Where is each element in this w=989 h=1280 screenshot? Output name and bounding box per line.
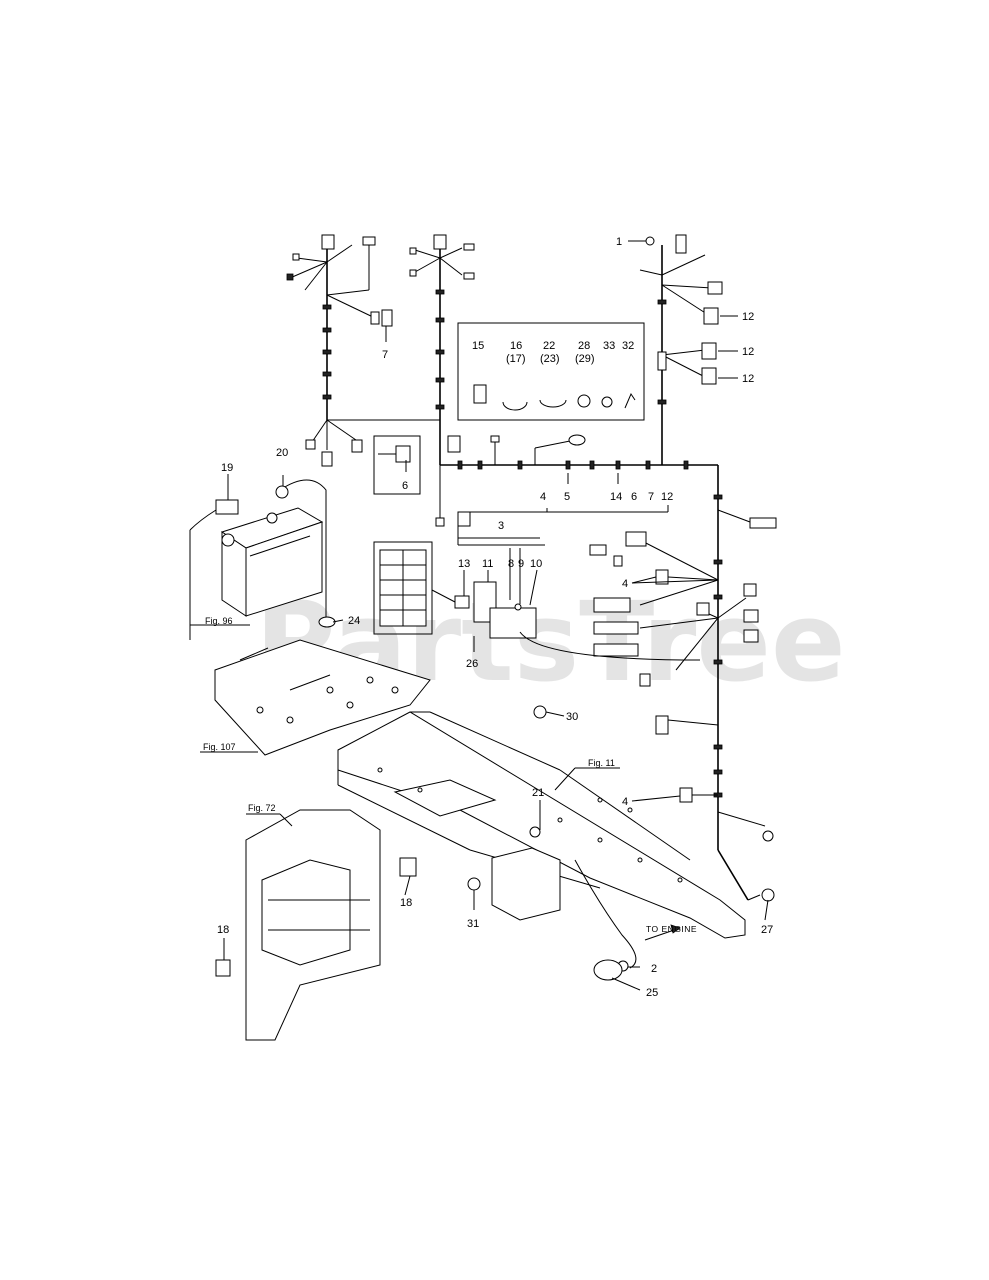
callout-18-left: 18 bbox=[217, 924, 229, 936]
callout-17: (17) bbox=[506, 353, 526, 365]
to-engine-note: TO ENGINE bbox=[646, 924, 697, 934]
battery-tray-plate bbox=[214, 639, 431, 756]
callout-8: 8 bbox=[508, 558, 514, 570]
right-harness-branch bbox=[639, 234, 723, 465]
callout-4-right: 4 bbox=[622, 578, 628, 590]
callout-21: 21 bbox=[532, 787, 544, 799]
fig-ref-107: Fig. 107 bbox=[203, 742, 236, 752]
center-harness-branch bbox=[409, 234, 475, 527]
callout-12-a: 12 bbox=[742, 311, 754, 323]
main-harness bbox=[440, 434, 777, 902]
callout-18-right: 18 bbox=[400, 897, 412, 909]
rear-bracket bbox=[215, 809, 417, 1041]
callout-10: 10 bbox=[530, 558, 542, 570]
left-harness-branch bbox=[286, 234, 440, 467]
callout-16: 16 bbox=[510, 340, 522, 352]
callout-12-c: 12 bbox=[742, 373, 754, 385]
callout-30: 30 bbox=[566, 711, 578, 723]
callout-2: 2 bbox=[651, 963, 657, 975]
callout-11: 11 bbox=[482, 558, 493, 570]
battery bbox=[189, 479, 336, 640]
callout-32: 32 bbox=[622, 340, 634, 352]
callout-23: (23) bbox=[540, 353, 560, 365]
callout-1: 1 bbox=[616, 236, 622, 248]
callout-22: 22 bbox=[543, 340, 555, 352]
callout-13: 13 bbox=[458, 558, 470, 570]
callout-26: 26 bbox=[466, 658, 478, 670]
callout-29: (29) bbox=[575, 353, 595, 365]
callout-28: 28 bbox=[578, 340, 590, 352]
callout-5: 5 bbox=[564, 491, 570, 503]
callout-6: 6 bbox=[631, 491, 637, 503]
callout-20: 20 bbox=[276, 447, 288, 459]
callout-19: 19 bbox=[221, 462, 233, 474]
fig-ref-96: Fig. 96 bbox=[205, 616, 233, 626]
callout-6-inset: 6 bbox=[402, 480, 408, 492]
fuse-block bbox=[454, 505, 701, 661]
callout-33: 33 bbox=[603, 340, 615, 352]
fig-ref-72: Fig. 72 bbox=[248, 803, 276, 813]
callout-3: 3 bbox=[498, 520, 504, 532]
callout-14: 14 bbox=[610, 491, 622, 503]
callout-31: 31 bbox=[467, 918, 479, 930]
callout-24: 24 bbox=[348, 615, 360, 627]
callout-labels: 1 7 12 12 12 15 16 (17) 22 (23) 28 (29) … bbox=[217, 236, 773, 999]
callout-4-main: 4 bbox=[540, 491, 546, 503]
callout-12-b: 12 bbox=[742, 346, 754, 358]
fuse-label-inset bbox=[373, 541, 456, 635]
callout-9: 9 bbox=[518, 558, 524, 570]
fig-ref-11: Fig. 11 bbox=[588, 758, 615, 768]
main-frame bbox=[337, 705, 746, 981]
connector-inset bbox=[373, 435, 421, 495]
callout-12-d: 12 bbox=[661, 491, 673, 503]
callout-15: 15 bbox=[472, 340, 484, 352]
callout-25: 25 bbox=[646, 987, 658, 999]
callout-4-lower: 4 bbox=[622, 796, 628, 808]
callout-27: 27 bbox=[761, 924, 773, 936]
leader-lines bbox=[190, 240, 769, 991]
small-parts-inset bbox=[457, 322, 645, 421]
callout-7-left: 7 bbox=[382, 349, 388, 361]
callout-7: 7 bbox=[648, 491, 654, 503]
